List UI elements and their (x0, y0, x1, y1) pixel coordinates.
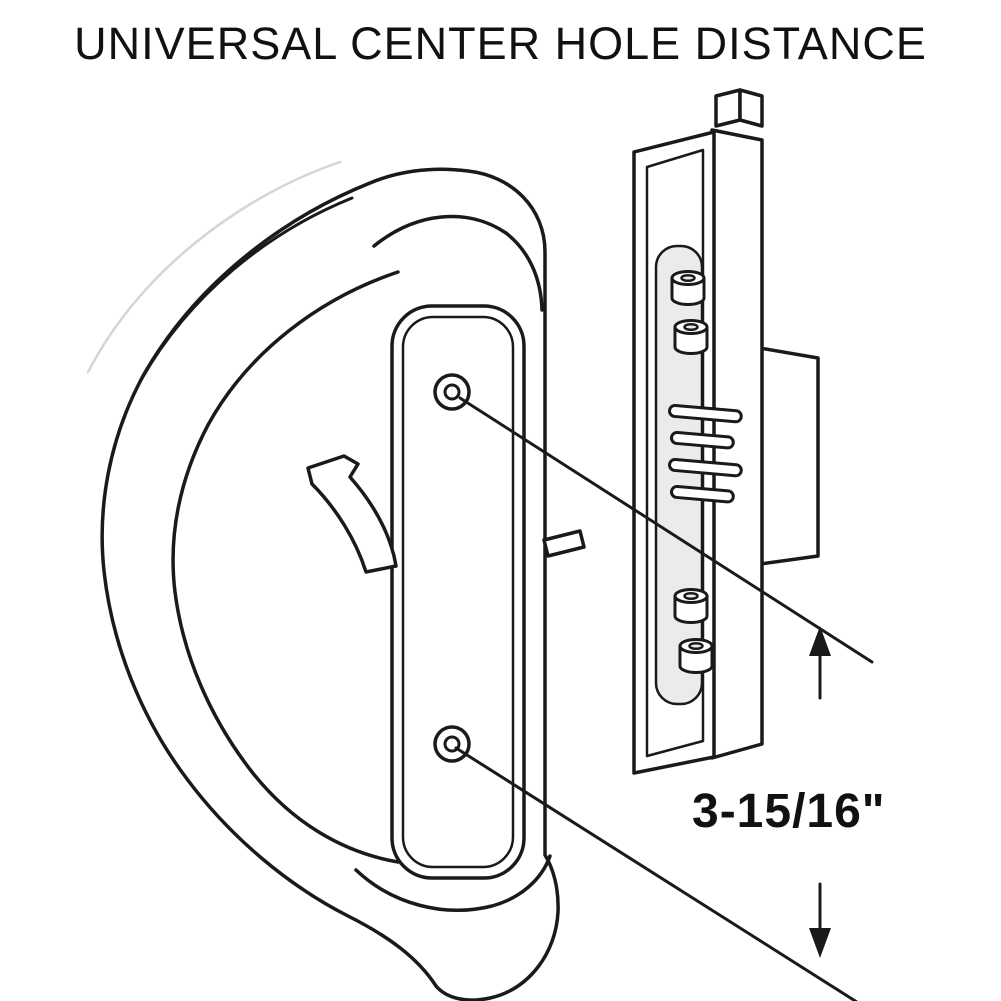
lock-front-inner-rim (645, 148, 705, 758)
dimension-line-top (458, 396, 874, 664)
pin (667, 457, 743, 478)
page-title: UNIVERSAL CENTER HOLE DISTANCE (74, 18, 927, 69)
lock-top-tab-side (738, 88, 764, 128)
lock-wing (758, 346, 820, 566)
backplate-inner-line (401, 315, 515, 869)
lock-bushings (670, 270, 714, 674)
screw-top-ring (433, 373, 471, 411)
screw-bottom-ring (433, 725, 471, 763)
arrow-down-icon (809, 882, 831, 958)
mortise-lock (632, 88, 820, 775)
handle-edge-highlight (139, 196, 354, 382)
bushing-hole (683, 322, 699, 332)
arrow-up-icon (809, 626, 831, 700)
spindle-tab (542, 529, 586, 558)
pin (669, 430, 735, 450)
thumb-latch (306, 454, 398, 574)
handle-bottom-lobe-curve (354, 854, 552, 912)
bushing-hole (680, 273, 696, 283)
bushing-hole (683, 591, 699, 601)
soft-shadow-arc (86, 160, 342, 374)
dimension-marks (454, 396, 874, 1001)
handle-grip-inner-contour (171, 270, 400, 864)
lock-top-tab-front (714, 88, 742, 128)
screw-top (433, 373, 471, 411)
bushing-hole (688, 641, 704, 651)
door-handle (100, 167, 586, 1001)
backplate-outline (390, 304, 526, 880)
handle-top-lobe-curve (372, 214, 544, 312)
arrow-down-head (809, 928, 831, 958)
screw-top-hole (443, 383, 461, 401)
dimension-line-bottom (454, 746, 859, 1001)
pin (669, 484, 735, 504)
pin (667, 403, 743, 424)
lock-channel (654, 244, 704, 706)
lock-pins (667, 403, 743, 504)
screw-bottom-hole (443, 735, 461, 753)
screw-bottom (433, 725, 471, 763)
measurement-label: 3-15/16" (692, 785, 886, 838)
arrow-up-head (809, 626, 831, 656)
handle-backplate (390, 304, 526, 880)
